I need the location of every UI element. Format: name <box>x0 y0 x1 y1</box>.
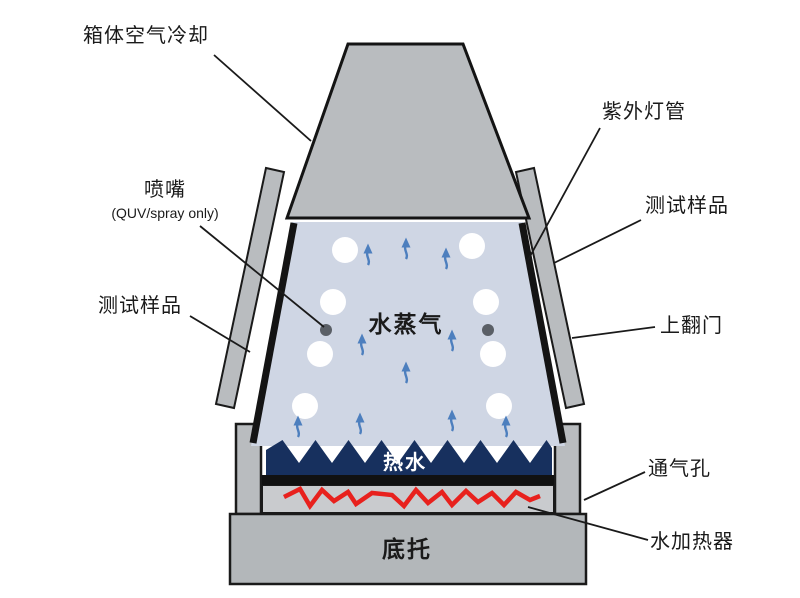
leader-nozzle <box>199 225 325 328</box>
nozzle-dot-right <box>482 324 494 336</box>
chamber-lid <box>284 42 532 220</box>
water-heater-label: 水加热器 <box>650 530 734 553</box>
test-sample-left-label: 测试样品 <box>98 294 182 317</box>
left-door-panel <box>214 166 286 410</box>
cabinet-air-cooling-label: 箱体空气冷却 <box>83 24 209 47</box>
lamp-circle <box>486 393 512 419</box>
lamp-circle <box>332 237 358 263</box>
vent-hole-label: 通气孔 <box>648 457 711 480</box>
test-sample-right-label: 测试样品 <box>645 194 729 217</box>
leader-flip-up-door <box>571 326 656 339</box>
leader-test-sample-right <box>553 219 642 264</box>
leader-vent-hole <box>583 471 646 501</box>
leader-test-sample-left <box>189 315 251 353</box>
hot-water-pool <box>266 440 552 478</box>
chamber-left-wall <box>249 222 298 444</box>
chamber-interior <box>251 222 565 446</box>
lamp-circle <box>320 289 346 315</box>
lamp-circle <box>480 341 506 367</box>
lamp-circle <box>459 233 485 259</box>
water-tray-bar <box>262 475 554 485</box>
water-vapor-label: 水蒸气 <box>369 311 444 337</box>
lamp-circle <box>292 393 318 419</box>
leader-cabinet-air-cooling <box>213 54 312 142</box>
nozzle-note-label: (QUV/spray only) <box>111 205 218 221</box>
water-heater-element <box>282 486 541 511</box>
nozzle-label: 喷嘴 <box>144 178 186 201</box>
uv-lamp-tubes <box>292 233 512 419</box>
leader-uv-lamp <box>527 127 601 261</box>
hot-water-label: 热水 <box>383 451 427 474</box>
flip-up-door-label: 上翻门 <box>660 314 723 337</box>
uv-lamp-label: 紫外灯管 <box>602 100 686 123</box>
base-label: 底托 <box>382 536 432 562</box>
lamp-circle <box>473 289 499 315</box>
right-door-panel <box>514 166 586 410</box>
lamp-circle <box>307 341 333 367</box>
leader-water-heater <box>527 506 649 541</box>
